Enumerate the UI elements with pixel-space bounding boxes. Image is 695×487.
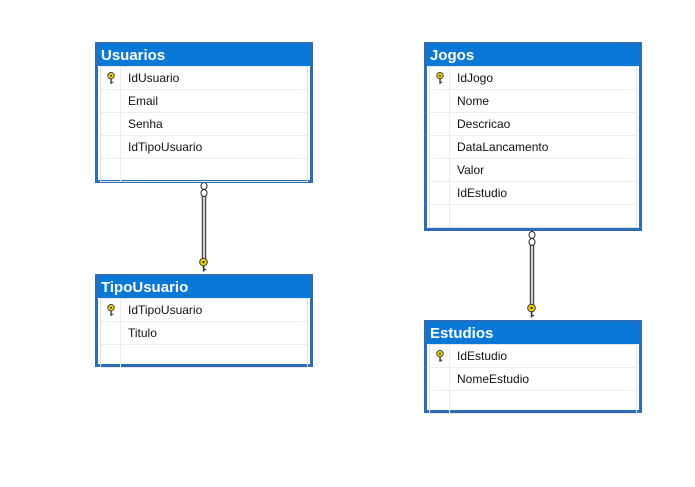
infinity-icon xyxy=(528,231,536,246)
column-row[interactable]: IdUsuario xyxy=(101,67,307,90)
column-row[interactable]: Nome xyxy=(430,90,636,113)
column-row[interactable]: Titulo xyxy=(101,322,307,345)
column-name: NomeEstudio xyxy=(457,372,530,386)
new-column-row[interactable] xyxy=(430,205,636,227)
column-row[interactable]: DataLancamento xyxy=(430,136,636,159)
table-jogos[interactable]: Jogos IdJogo Nome Descricao DataLancamen… xyxy=(424,42,642,231)
primary-key-marker xyxy=(430,345,450,367)
column-row[interactable]: NomeEstudio xyxy=(430,368,636,391)
column-name: IdTipoUsuario xyxy=(128,303,203,317)
column-list: IdUsuario Email Senha IdTipoUsuario xyxy=(100,66,308,182)
key-icon xyxy=(106,304,115,316)
primary-key-marker xyxy=(101,67,121,89)
column-list: IdJogo Nome Descricao DataLancamento Val… xyxy=(429,66,637,228)
new-column-row[interactable] xyxy=(101,159,307,181)
column-name: IdEstudio xyxy=(457,349,508,363)
table-usuarios[interactable]: Usuarios IdUsuario Email Senha IdTipoUsu… xyxy=(95,42,313,183)
primary-key-marker xyxy=(101,299,121,321)
column-name: Titulo xyxy=(128,326,157,340)
primary-key-marker xyxy=(430,67,450,89)
table-title[interactable]: Usuarios xyxy=(98,44,310,66)
column-list: IdEstudio NomeEstudio xyxy=(429,344,637,414)
relationship-usuarios-tipousuario[interactable] xyxy=(199,182,208,272)
column-name: Email xyxy=(128,94,159,108)
column-row[interactable]: Email xyxy=(101,90,307,113)
column-name: IdUsuario xyxy=(128,71,180,85)
column-name: Valor xyxy=(457,163,485,177)
table-estudios[interactable]: Estudios IdEstudio NomeEstudio xyxy=(424,320,642,414)
table-title[interactable]: Jogos xyxy=(427,44,639,66)
new-column-row[interactable] xyxy=(430,391,636,413)
infinity-icon xyxy=(200,182,208,197)
column-row[interactable]: IdTipoUsuario xyxy=(101,299,307,322)
key-icon xyxy=(435,350,444,362)
key-icon xyxy=(106,72,115,84)
key-icon xyxy=(199,257,208,272)
table-title[interactable]: Estudios xyxy=(427,322,639,344)
key-icon xyxy=(435,72,444,84)
column-row[interactable]: Descricao xyxy=(430,113,636,136)
relationship-jogos-estudios[interactable] xyxy=(527,231,536,318)
table-title[interactable]: TipoUsuario xyxy=(98,276,310,298)
column-name: DataLancamento xyxy=(457,140,549,154)
column-name: IdTipoUsuario xyxy=(128,140,203,154)
column-list: IdTipoUsuario Titulo xyxy=(100,298,308,368)
column-row[interactable]: IdEstudio xyxy=(430,345,636,368)
column-row[interactable]: Senha xyxy=(101,113,307,136)
column-name: Senha xyxy=(128,117,163,131)
column-row[interactable]: IdEstudio xyxy=(430,182,636,205)
column-name: Descricao xyxy=(457,117,511,131)
column-row[interactable]: Valor xyxy=(430,159,636,182)
column-row[interactable]: IdJogo xyxy=(430,67,636,90)
column-row[interactable]: IdTipoUsuario xyxy=(101,136,307,159)
column-name: IdEstudio xyxy=(457,186,508,200)
key-icon xyxy=(527,303,536,318)
new-column-row[interactable] xyxy=(101,345,307,367)
table-tipousuario[interactable]: TipoUsuario IdTipoUsuario Titulo xyxy=(95,274,313,368)
column-name: IdJogo xyxy=(457,71,494,85)
column-name: Nome xyxy=(457,94,490,108)
